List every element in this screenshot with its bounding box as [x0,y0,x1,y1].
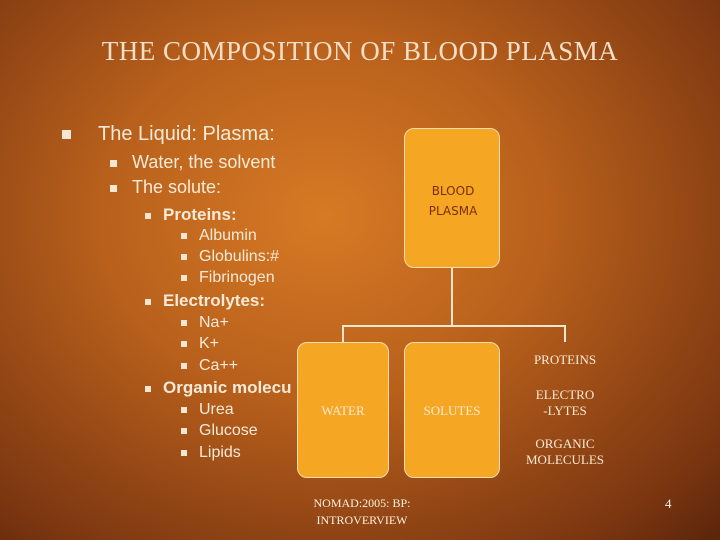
footer: NOMAD:2005: BP: INTROVERVIEW [292,495,432,529]
bullet-text: Lipids [199,444,241,461]
bullet-square-icon [145,212,151,219]
blood-label: BLOOD [431,184,475,198]
bullet-square-icon [145,385,151,392]
bullet-text: The Liquid: Plasma: [98,123,275,145]
bullet-square-icon [110,184,117,192]
bullet-text: The solute: [132,177,222,197]
bullet-square-icon [145,298,151,305]
bullet-text: Na+ [199,314,229,331]
bullet-text: Proteins: [163,205,237,224]
bullet-ca: Ca++ [181,357,238,375]
bullet-text: Globulins:# [199,248,280,265]
bullet-square-icon [181,449,187,456]
bullet-square-icon [62,130,71,140]
bullet-square-icon [181,232,187,239]
bullet-text: Water, the solvent [132,152,276,172]
bullet-fibrinogen: Fibrinogen [181,269,275,287]
bullet-proteins: Proteins: [145,205,237,225]
bullet-text: Urea [199,401,234,418]
footer-line1: NOMAD:2005: BP: [313,496,411,510]
solutes-label: SOLUTES [423,403,481,418]
bullet-urea: Urea [181,401,234,419]
water-label: WATER [321,403,365,418]
bullet-liquid: The Liquid: Plasma: [62,123,275,146]
bullet-lipids: Lipids [181,444,241,462]
bullet-solute: The solute: [110,177,221,198]
bullet-text: Glucose [199,422,258,439]
bullet-square-icon [181,319,187,326]
bullet-square-icon [181,340,187,347]
bullet-electrolytes: Electrolytes: [145,291,265,311]
bullet-square-icon [181,427,187,434]
bullet-text: Electrolytes: [163,291,266,310]
bullet-text: Organic molecu [163,378,292,397]
bullet-water: Water, the solvent [110,152,275,173]
bullet-text: Albumin [199,227,257,244]
connector-line [451,268,453,326]
bullet-organic: Organic molecu [145,378,291,398]
connector-line [564,325,566,342]
electrolytes-label-line2: -LYTES [543,403,587,418]
proteins-label: PROTEINS [533,352,597,367]
bullet-square-icon [110,159,117,167]
bullet-text: K+ [199,335,220,352]
organic-label-line2: MOLECULES [526,452,604,467]
blood-plasma-box: BLOOD PLASMA [404,128,500,268]
electrolytes-label-line1: ELECTRO [535,387,595,402]
water-box: WATER [297,342,389,478]
footer-line2: INTROVERVIEW [316,513,408,527]
bullet-globulins: Globulins:# [181,248,279,266]
plasma-label: PLASMA [428,204,478,218]
bullet-na: Na+ [181,314,229,332]
bullet-square-icon [181,274,187,281]
bullet-glucose: Glucose [181,422,258,440]
connector-line [342,325,565,327]
bullet-square-icon [181,406,187,413]
blood-plasma-label: BLOOD PLASMA [405,181,501,221]
bullet-square-icon [181,253,187,260]
slide-title: THE COMPOSITION OF BLOOD PLASMA [101,36,619,66]
bullet-albumin: Albumin [181,227,257,245]
bullet-text: Fibrinogen [199,269,275,286]
connector-line [342,325,344,342]
bullet-k: K+ [181,335,219,353]
page-number: 4 [665,496,672,511]
organic-label-line1: ORGANIC [535,436,595,451]
bullet-square-icon [181,362,187,369]
bullet-text: Ca++ [199,357,239,374]
solutes-box: SOLUTES [404,342,500,478]
